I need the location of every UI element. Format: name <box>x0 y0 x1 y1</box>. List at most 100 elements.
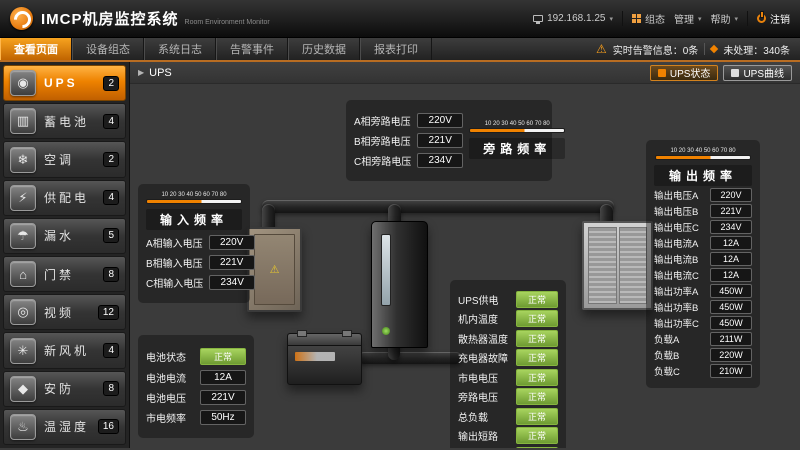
view-buttons: UPS状态 UPS曲线 <box>649 64 792 81</box>
sidebar-item[interactable]: ◎ 视频 12 <box>3 294 126 331</box>
nav-tab-label: 告警事件 <box>230 44 274 56</box>
value-box: 210W <box>710 364 752 378</box>
gauge-label: 旁路频率 <box>469 137 566 159</box>
logout-button[interactable]: 注销 <box>757 11 790 26</box>
count-badge: 4 <box>103 343 119 359</box>
ups-icon: ◉ <box>10 70 36 97</box>
sidebar-item[interactable]: ❄ 空调 2 <box>3 141 126 178</box>
ups-curve-button[interactable]: UPS曲线 <box>723 64 792 81</box>
ups-device-image <box>371 221 428 348</box>
status-badge: 正常 <box>516 329 558 347</box>
sidebar-item-label: 温湿度 <box>44 420 90 435</box>
value-box: 211W <box>710 332 752 346</box>
status-badge: 正常 <box>516 427 558 444</box>
sidebar-item-label: 安防 <box>44 382 75 397</box>
sidebar-item[interactable]: ☂ 漏水 5 <box>3 217 126 255</box>
app-title: IMCP机房监控系统 <box>41 11 179 28</box>
nav-tab-label: 设备组态 <box>86 44 130 56</box>
nav-tab[interactable]: 历史数据 <box>288 38 360 60</box>
realtime-alarm-text: 实时告警信息：0条 <box>612 45 699 57</box>
count-badge: 5 <box>103 228 119 244</box>
output-frequency-gauge: 10 20 30 40 50 60 70 80 <box>655 148 751 160</box>
ups-status-button[interactable]: UPS状态 <box>649 64 719 81</box>
header-toolbar: 192.168.1.25 ▾ 组态 管理 ▾ 帮助 ▾ 注销 <box>533 11 790 26</box>
divider <box>704 43 706 55</box>
ups-diagram: ⚠ A <box>130 84 800 448</box>
video-icon: ◎ <box>10 299 36 326</box>
sidebar-item[interactable]: ♨ 温湿度 16 <box>3 408 126 446</box>
sidebar-item-label: 新风机 <box>44 344 90 359</box>
battery-panel: 电池状态 正常 电池电流 12A 电池电压 221V 市电频率 50Hz <box>138 335 254 438</box>
power-icon <box>757 12 766 23</box>
nav-tab-label: 报表打印 <box>374 44 418 56</box>
count-badge: 4 <box>103 190 119 206</box>
sidebar-item-label: 供配电 <box>44 191 90 206</box>
nav-tab[interactable]: 系统日志 <box>144 38 216 60</box>
sidebar-item[interactable]: ⚡ 供配电 4 <box>3 179 126 216</box>
bypass-panel: A相旁路电压 220V B相旁路电压 221V C相旁路电压 234V 10 2… <box>346 100 566 181</box>
divider <box>621 11 623 26</box>
fresh-air-fan-icon: ✳ <box>10 337 36 364</box>
data-row: 输出电流A 12A <box>654 236 752 250</box>
value-box: 221V <box>710 204 752 218</box>
data-row: 输出电压A 220V <box>654 188 752 202</box>
nav-tabs: 查看页面 设备组态 系统日志 告警事件 历史数据 报表打印 <box>0 38 432 60</box>
grid-icon <box>631 14 641 23</box>
status-badge: 正常 <box>516 388 558 405</box>
menu-help[interactable]: 帮助 ▾ <box>710 11 738 26</box>
server-ip-label: 192.168.1.25 <box>547 13 606 24</box>
nav-tab[interactable]: 告警事件 <box>216 38 288 60</box>
menu-config[interactable]: 组态 <box>631 11 665 26</box>
status-badge: 正常 <box>516 290 558 308</box>
sidebar-item[interactable]: ◆ 安防 8 <box>3 370 126 407</box>
count-badge: 2 <box>103 75 119 91</box>
monitor-icon <box>533 15 544 24</box>
value-box: 450W <box>710 316 752 330</box>
nav-tab[interactable]: 设备组态 <box>72 38 144 60</box>
input-frequency-gauge: 10 20 30 40 50 60 70 80 <box>146 192 242 204</box>
unhandled-alarm-icon <box>710 44 719 54</box>
value-box: 220W <box>710 348 752 362</box>
value-box: 234V <box>209 275 256 290</box>
value-box: 50Hz <box>200 410 246 425</box>
gauge-bar <box>146 199 242 204</box>
power-distribution-icon: ⚡ <box>10 184 36 211</box>
value-box: 221V <box>417 133 464 148</box>
water-leak-icon: ☂ <box>10 222 36 249</box>
status-badge: 正常 <box>516 310 558 327</box>
ups-display-panel <box>381 234 391 306</box>
value-box: 正常 <box>200 348 246 365</box>
sidebar-item-label: 视频 <box>44 305 75 320</box>
battery-terminals <box>288 330 361 346</box>
status-badge: 正常 <box>516 407 558 425</box>
nav-tab[interactable]: 报表打印 <box>360 38 432 60</box>
cable-duct <box>358 352 462 364</box>
data-row: 电池状态 正常 <box>146 348 246 365</box>
status-row: 总负载 正常 <box>458 407 558 425</box>
unhandled-alarm-text: 未处理：340条 <box>723 45 790 57</box>
battery-image <box>287 330 362 385</box>
data-row: C相输入电压 234V <box>146 275 256 290</box>
count-badge: 2 <box>103 152 119 167</box>
data-row: 电池电流 12A <box>146 370 246 385</box>
data-row: 输出功率A 450W <box>654 284 752 298</box>
sidebar-item[interactable]: ◉ UPS 2 <box>3 65 126 102</box>
data-row: 市电频率 50Hz <box>146 410 246 425</box>
breadcrumb: UPS <box>149 66 172 79</box>
count-badge: 8 <box>103 381 119 397</box>
data-row: A相旁路电压 220V <box>354 113 464 128</box>
sidebar-item[interactable]: ✳ 新风机 4 <box>3 332 126 369</box>
ups-status-label: UPS状态 <box>669 69 711 80</box>
nav-tab[interactable]: 查看页面 <box>0 38 72 60</box>
menu-manage[interactable]: 管理 ▾ <box>674 11 702 26</box>
sidebar-item[interactable]: ⌂ 门禁 8 <box>3 256 126 293</box>
temp-humidity-icon: ♨ <box>10 413 36 440</box>
main-content: ▶ UPS UPS状态 UPS曲线 <box>130 62 800 448</box>
server-ip-dropdown[interactable]: 192.168.1.25 ▾ <box>533 13 613 24</box>
gauge-bar <box>655 155 751 160</box>
status-row: 旁路电压 正常 <box>458 388 558 405</box>
sidebar-item[interactable]: ▥ 蓄电池 4 <box>3 103 126 140</box>
battery-icon: ▥ <box>10 108 36 135</box>
ups-curve-label: UPS曲线 <box>743 69 784 80</box>
count-badge: 4 <box>103 113 119 129</box>
